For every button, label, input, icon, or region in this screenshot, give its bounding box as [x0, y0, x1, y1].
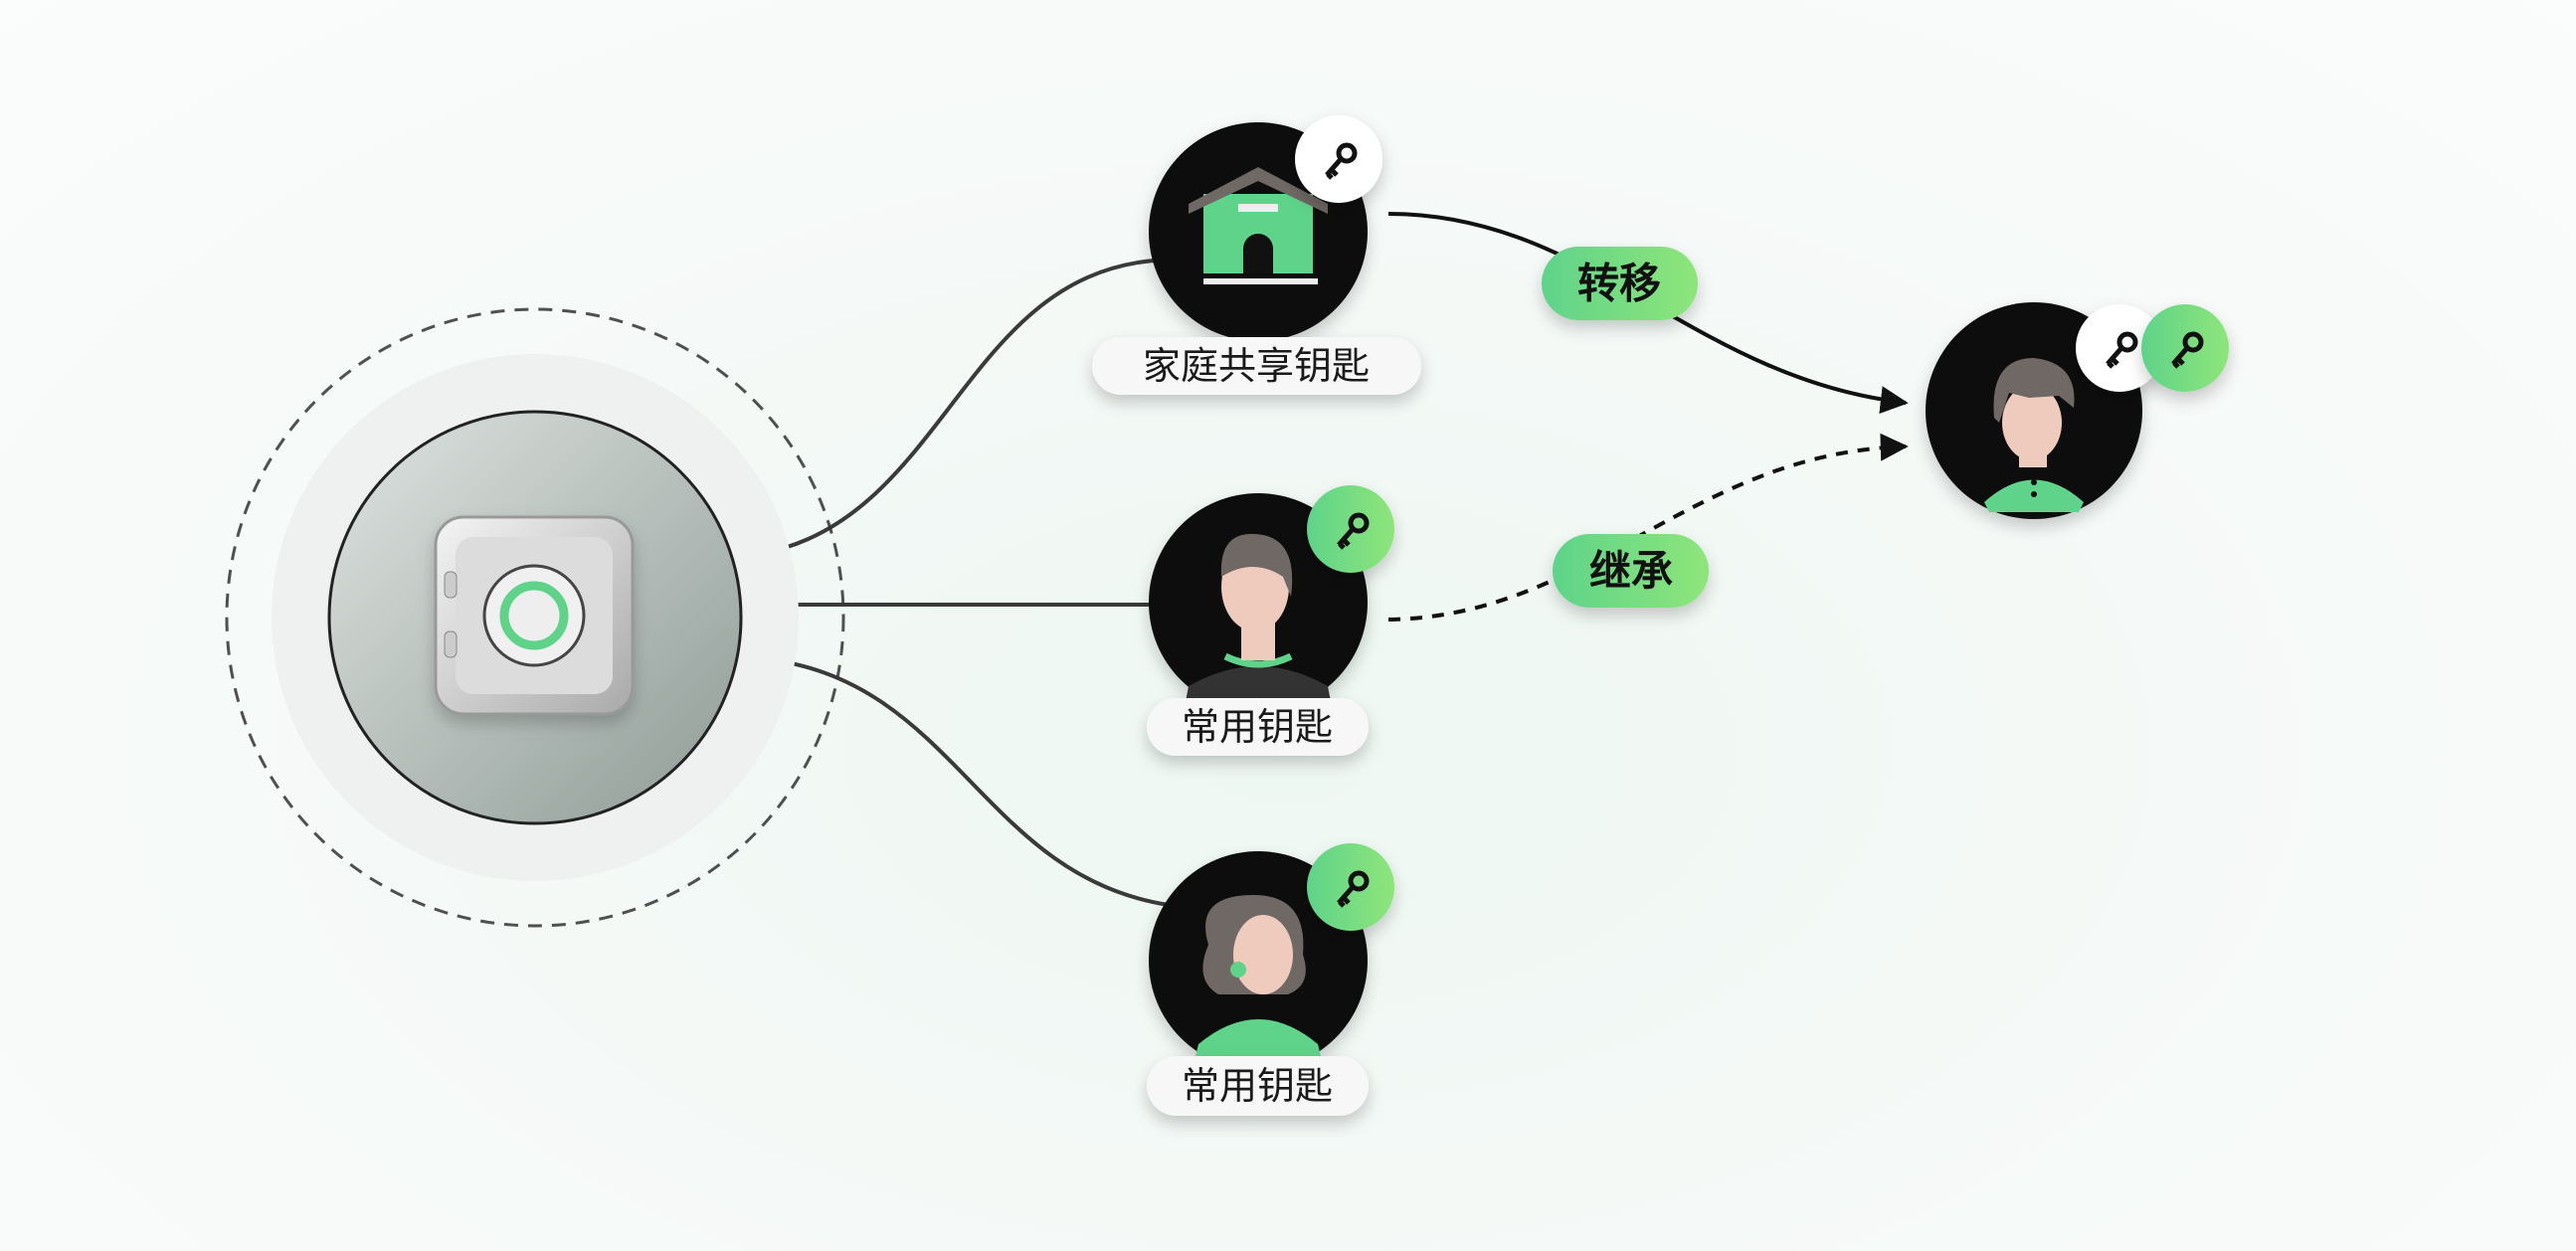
- family-key-node[interactable]: 家庭共享钥匙: [1092, 115, 1421, 395]
- boy-avatar-icon: [1984, 358, 2084, 512]
- safe-node[interactable]: [225, 307, 845, 928]
- common-key-label-2: 常用钥匙: [1182, 1064, 1333, 1108]
- key-badge: [1307, 843, 1394, 931]
- key-badge: [1307, 485, 1394, 573]
- recipient-node[interactable]: [1926, 302, 2229, 519]
- house-icon: [1189, 167, 1328, 284]
- key-badge: [1295, 115, 1382, 203]
- key-badge-green: [2141, 304, 2229, 392]
- safe-icon: [434, 515, 635, 716]
- transfer-label: 转移: [1577, 260, 1661, 308]
- inherit-pill[interactable]: 继承: [1553, 534, 1709, 608]
- key-badge-white: [2076, 304, 2163, 392]
- common-key-node-2[interactable]: 常用钥匙: [1147, 843, 1394, 1116]
- connector-family: [738, 259, 1155, 559]
- woman-avatar-icon: [1194, 895, 1323, 1064]
- connector-common-2: [742, 655, 1170, 907]
- inherit-label: 继承: [1589, 547, 1673, 596]
- family-key-label: 家庭共享钥匙: [1143, 344, 1370, 388]
- common-key-label-1: 常用钥匙: [1182, 705, 1333, 749]
- transfer-pill[interactable]: 转移: [1542, 247, 1698, 320]
- common-key-node-1[interactable]: 常用钥匙: [1147, 485, 1394, 756]
